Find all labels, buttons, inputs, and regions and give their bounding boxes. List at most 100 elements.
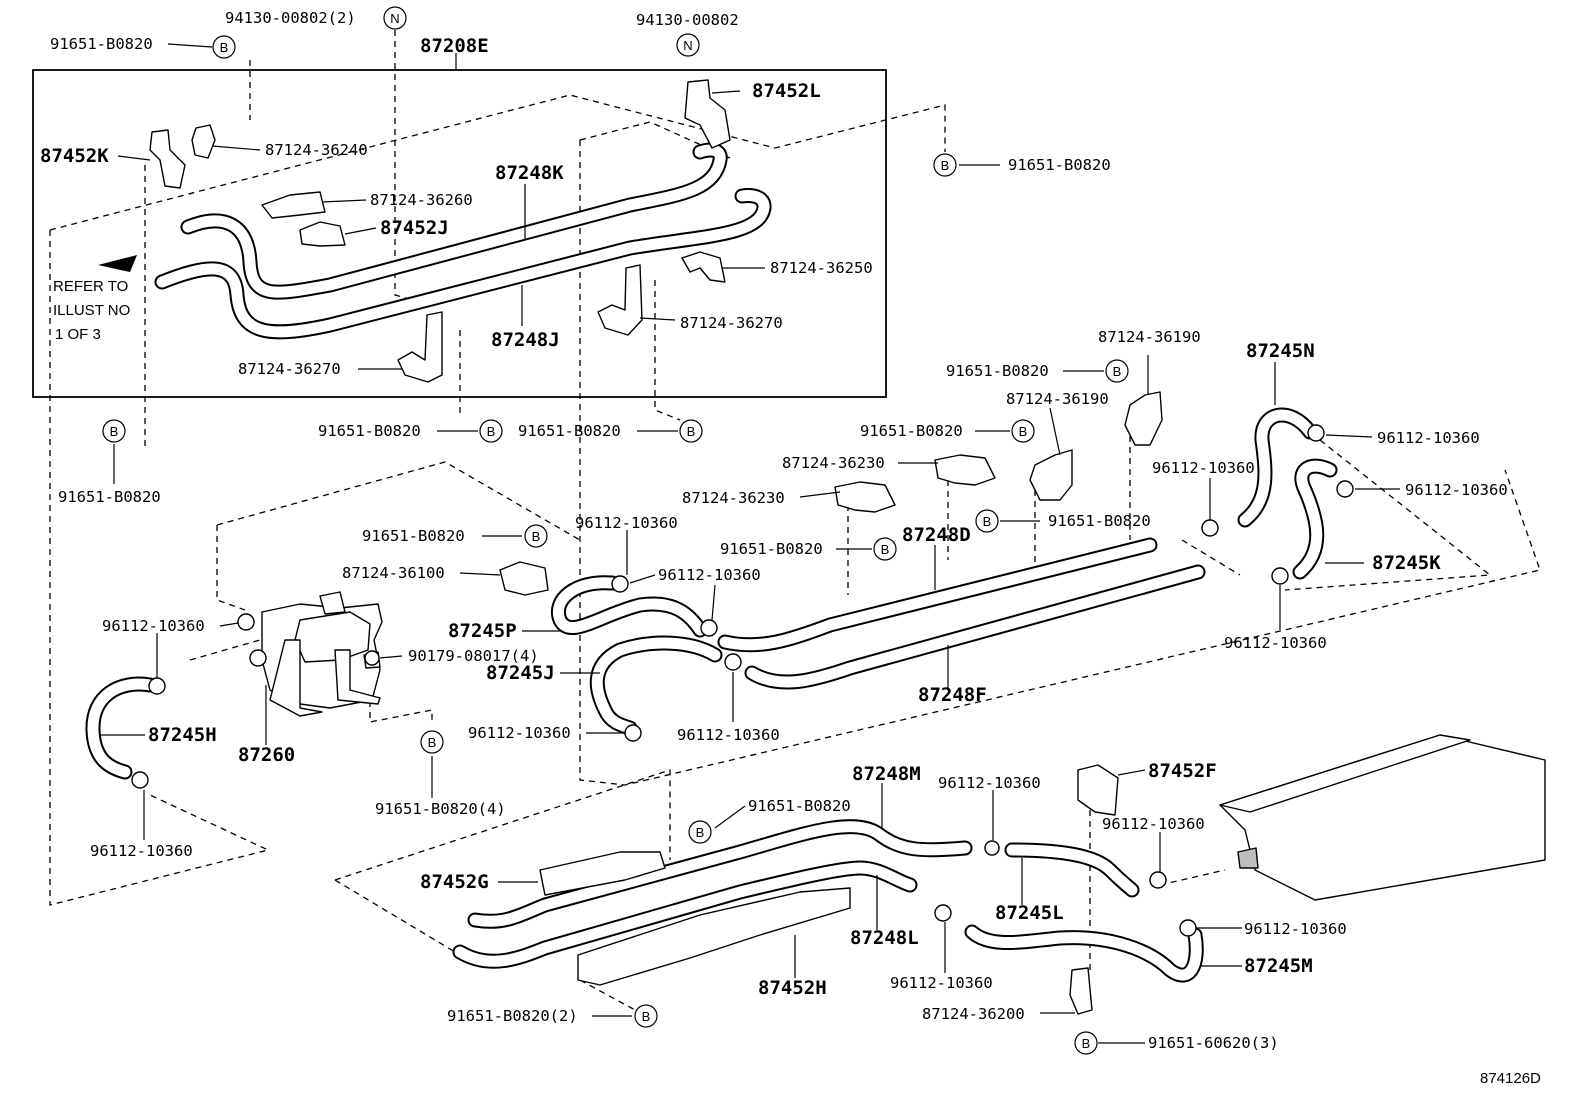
label-96112-10360: 96112-10360: [1224, 634, 1327, 652]
svg-text:B: B: [110, 424, 119, 439]
label-91651-B0820: 91651-B0820: [720, 540, 823, 558]
clamp: [131, 771, 149, 789]
svg-text:B: B: [1113, 364, 1122, 379]
clamp: [1336, 480, 1354, 498]
bracket-87452K: [149, 129, 186, 189]
callout-B: B: [873, 537, 897, 561]
callout-N: N: [383, 6, 407, 30]
clamp-87124-36190-upper: [1124, 391, 1163, 446]
protector-87452G: [539, 851, 666, 896]
label-87248L: 87248L: [850, 927, 919, 949]
callout-B: B: [679, 419, 703, 443]
label-96112-10360: 96112-10360: [658, 566, 761, 584]
label-87248F: 87248F: [918, 684, 987, 706]
label-87248D: 87248D: [902, 524, 971, 546]
label-87245K: 87245K: [1372, 552, 1441, 574]
label-96112-10360: 96112-10360: [1102, 815, 1205, 833]
label-87124-36100: 87124-36100: [342, 564, 445, 582]
callout-N: N: [676, 33, 700, 57]
label-91651-B0820: 91651-B0820: [318, 422, 421, 440]
callout-B: B: [479, 419, 503, 443]
label-91651-B0820: 91651-B0820: [58, 488, 161, 506]
svg-text:B: B: [487, 424, 496, 439]
label-87124-36230: 87124-36230: [682, 489, 785, 507]
refer-note-line3: 1 OF 3: [55, 326, 101, 343]
label-91651-B0820: 91651-B0820: [748, 797, 851, 815]
refer-arrow-icon: [98, 255, 137, 272]
clamp-87124-36230-upper: [934, 454, 996, 486]
callout-circles: B N N B B B B B B B B B B B B B: [102, 6, 1129, 1055]
label-91651-B0820: 91651-B0820: [362, 527, 465, 545]
callout-B: B: [634, 1004, 658, 1028]
label-87452H: 87452H: [758, 977, 827, 999]
svg-text:B: B: [881, 542, 890, 557]
callout-B: B: [1011, 419, 1035, 443]
label-96112-10360: 96112-10360: [1244, 920, 1347, 938]
valve-87260: [237, 591, 383, 717]
label-91651-B0820: 91651-B0820: [860, 422, 963, 440]
label-91651-B0820: 91651-B0820: [1048, 512, 1151, 530]
clamp-87124-36270-upper: [597, 264, 643, 336]
label-96112-10360: 96112-10360: [575, 514, 678, 532]
bracket-87452F: [1077, 764, 1119, 816]
label-87248K: 87248K: [495, 162, 564, 184]
label-94130-00802: 94130-00802: [636, 11, 739, 29]
label-87124-36240: 87124-36240: [265, 141, 368, 159]
svg-text:B: B: [428, 735, 437, 750]
callout-B: B: [1074, 1031, 1098, 1055]
callout-B: B: [688, 820, 712, 844]
clamp-87452J: [299, 221, 346, 247]
dashed-outlines: [49, 30, 1541, 1011]
label-87124-36260: 87124-36260: [370, 191, 473, 209]
label-96112-10360: 96112-10360: [677, 726, 780, 744]
clamp: [624, 724, 642, 742]
svg-text:B: B: [696, 825, 705, 840]
label-96112-10360: 96112-10360: [938, 774, 1041, 792]
clamp-87124-36190-lower: [1029, 449, 1073, 501]
label-87245P: 87245P: [448, 620, 517, 642]
label-91651-B0820: 91651-B0820: [946, 362, 1049, 380]
label-96112-10360: 96112-10360: [90, 842, 193, 860]
clamp-87124-36260: [261, 191, 326, 219]
label-96112-10360: 96112-10360: [890, 974, 993, 992]
label-94130-00802-2: 94130-00802(2): [225, 9, 356, 27]
clamp: [1179, 919, 1197, 937]
label-87248M: 87248M: [852, 763, 921, 785]
rear-heater-unit: [1219, 734, 1546, 901]
svg-text:B: B: [220, 40, 229, 55]
label-87124-36230: 87124-36230: [782, 454, 885, 472]
leader-lines: [100, 43, 1400, 1044]
protector-87452H: [577, 887, 851, 986]
hardware-parts: [149, 79, 1546, 1015]
label-96112-10360: 96112-10360: [102, 617, 205, 635]
label-90179-08017-4: 90179-08017(4): [408, 647, 539, 665]
clamp: [148, 677, 166, 695]
label-87248J: 87248J: [491, 329, 560, 351]
label-87124-36200: 87124-36200: [922, 1005, 1025, 1023]
clamp-87124-36250: [681, 251, 726, 283]
callout-B: B: [933, 153, 957, 177]
clamp: [700, 619, 718, 637]
label-87245L: 87245L: [995, 902, 1064, 924]
label-87452F: 87452F: [1148, 760, 1217, 782]
label-87208E: 87208E: [420, 35, 489, 57]
clamp-87124-36230-lower: [834, 481, 896, 513]
label-91651-60620-3: 91651-60620(3): [1148, 1034, 1279, 1052]
label-91651-B0820: 91651-B0820: [1008, 156, 1111, 174]
label-96112-10360: 96112-10360: [1152, 459, 1255, 477]
bracket-87452L: [684, 79, 731, 149]
callout-B: B: [524, 524, 548, 548]
label-87452L: 87452L: [752, 80, 821, 102]
label-96112-10360: 96112-10360: [468, 724, 571, 742]
label-87245H: 87245H: [148, 724, 217, 746]
callout-B: B: [975, 509, 999, 533]
clamp: [611, 575, 629, 593]
callout-B: B: [212, 35, 236, 59]
label-87245J: 87245J: [486, 662, 555, 684]
svg-text:B: B: [941, 158, 950, 173]
refer-note-line2: ILLUST NO: [53, 302, 130, 319]
label-87452J: 87452J: [380, 217, 449, 239]
clamp: [934, 904, 952, 922]
assembly-frame-87208E: [32, 69, 887, 398]
